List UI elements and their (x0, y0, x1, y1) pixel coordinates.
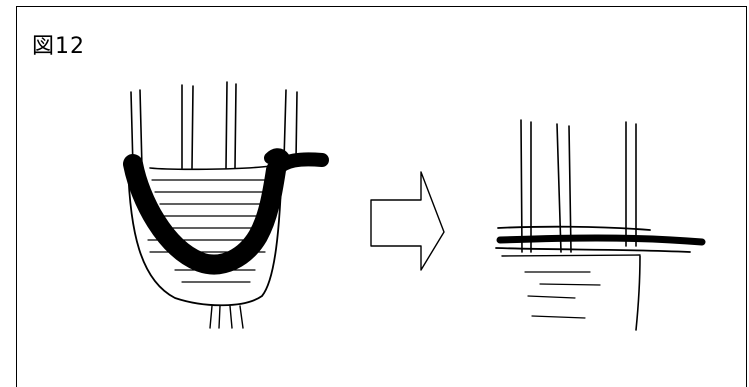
stakes-bottom-left (210, 306, 243, 328)
right-arrow-icon (371, 172, 444, 270)
tightened-yarn-band (496, 227, 702, 256)
basket-before-illustration (128, 82, 322, 328)
stakes-right (521, 120, 636, 252)
basket-after-illustration (496, 120, 702, 330)
thick-yarn-loop (133, 154, 322, 264)
basket-body-right (525, 256, 640, 330)
